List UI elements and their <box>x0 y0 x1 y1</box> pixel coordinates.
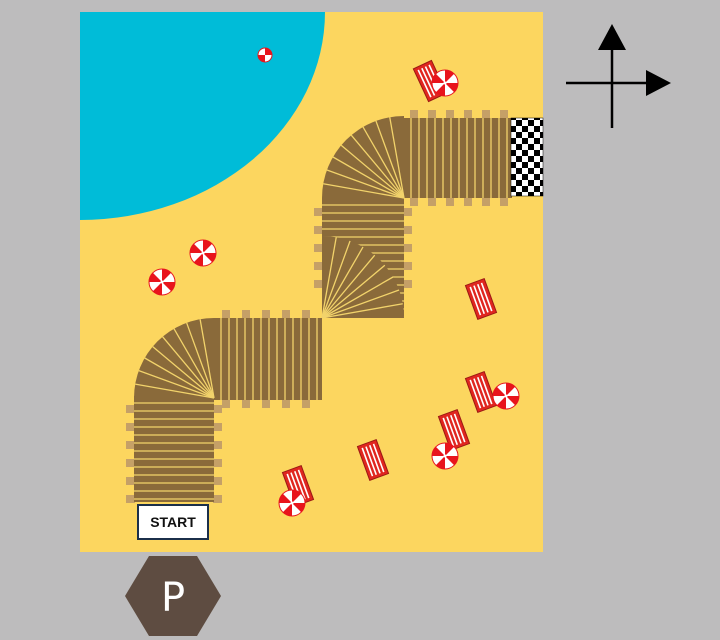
parking-label: P <box>161 575 185 621</box>
parking-sign-icon[interactable]: P <box>125 556 221 636</box>
umbrella-icon[interactable] <box>431 69 459 97</box>
umbrella-icon[interactable] <box>431 442 459 470</box>
start-sign[interactable]: START <box>137 504 209 540</box>
beach-ball-icon <box>257 47 273 63</box>
umbrella-icon[interactable] <box>492 382 520 410</box>
boardwalk-path <box>126 110 512 503</box>
finish-flag-icon <box>510 117 544 197</box>
compass-icon <box>566 24 671 128</box>
umbrella-icon[interactable] <box>189 239 217 267</box>
start-label: START <box>150 514 196 530</box>
umbrella-icon[interactable] <box>148 268 176 296</box>
umbrella-icon[interactable] <box>278 489 306 517</box>
sea-area <box>80 12 325 220</box>
